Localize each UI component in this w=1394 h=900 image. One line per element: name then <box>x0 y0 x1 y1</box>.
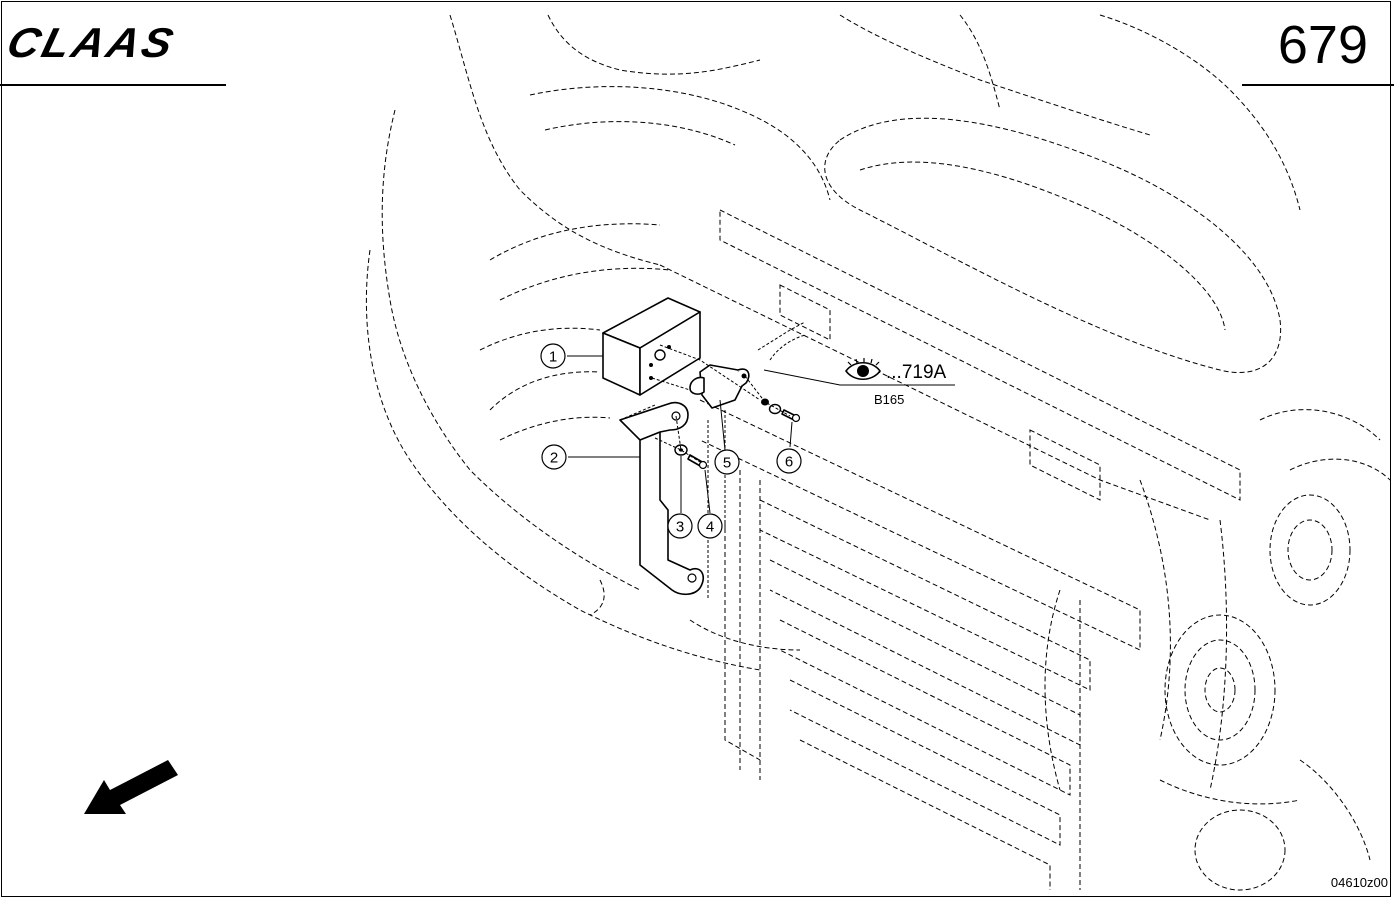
part-5-clamp <box>689 364 750 409</box>
machine-outline-dashed <box>365 14 1391 891</box>
callout-1: 1 <box>540 343 566 369</box>
callout-2: 2 <box>541 444 567 470</box>
part-2-bracket <box>619 401 705 596</box>
logo-underline <box>0 84 226 86</box>
callout-1-label: 1 <box>549 349 557 366</box>
callout-6: 6 <box>776 448 802 474</box>
cross-reference-text: ...719A <box>886 362 947 383</box>
callout-4-label: 4 <box>706 519 714 536</box>
cross-reference-subtext: B165 <box>874 392 904 407</box>
callout-6-label: 6 <box>785 454 793 471</box>
eye-icon <box>845 358 881 381</box>
callout-4: 4 <box>697 513 723 539</box>
assembly-lines <box>619 321 806 600</box>
drawing-number: 04610z00 <box>1330 875 1388 890</box>
part-1-control-box <box>602 297 701 396</box>
callout-5: 5 <box>714 449 740 475</box>
callout-5-label: 5 <box>723 455 731 472</box>
callout-3: 3 <box>667 513 693 539</box>
part-3-washer <box>674 444 688 456</box>
part-4-screw <box>687 454 708 470</box>
leader-lines <box>567 355 955 514</box>
page-number: 679 <box>1277 15 1368 75</box>
callout-2-label: 2 <box>550 450 558 467</box>
arrow-down-left-icon <box>84 760 178 814</box>
page-number-underline <box>1242 84 1394 86</box>
callout-3-label: 3 <box>676 519 684 536</box>
